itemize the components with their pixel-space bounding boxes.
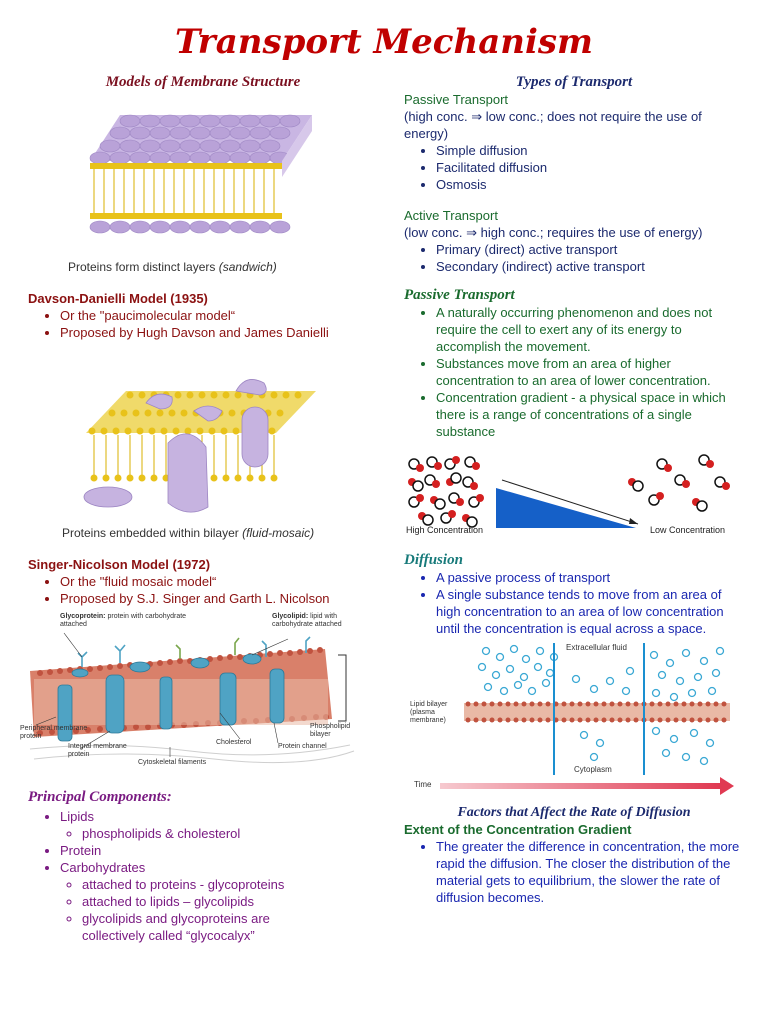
- extracellular-label: Extracellular fluid: [566, 643, 627, 652]
- factors-subheading: Extent of the Concentration Gradient: [404, 822, 632, 837]
- list-item: Osmosis: [436, 176, 744, 193]
- low-concentration-molecules: [628, 454, 730, 512]
- passive-types-list: Simple diffusion Facilitated diffusion O…: [404, 142, 744, 193]
- label-cholesterol: Cholesterol: [216, 739, 252, 746]
- diffusion-heading: Diffusion: [404, 552, 463, 568]
- list-item: Lipids phospholipids & cholesterol: [60, 808, 378, 842]
- sandwich-caption: Proteins form distinct layers (sandwich): [68, 259, 378, 276]
- list-item: The greater the difference in concentrat…: [436, 838, 744, 906]
- list-item: Primary (direct) active transport: [436, 241, 744, 258]
- list-item: Concentration gradient - a physical spac…: [436, 389, 744, 440]
- davson-danielli-title: Davson-Danielli Model (1935): [28, 291, 208, 306]
- gradient-drawing: [408, 454, 730, 528]
- label-glycolipid-text: lipid with carbohydrate attached: [272, 613, 342, 628]
- label-integral: Integral membrane protein: [68, 743, 127, 758]
- fluid-mosaic-caption-italic: (fluid-mosaic): [242, 526, 315, 540]
- page-title: Transport Mechanism: [174, 22, 593, 62]
- membrane-detail-figure: Glycoprotein: protein with carbohydrate …: [20, 613, 360, 773]
- singer-nicolson-list: Or the "fluid mosaic model“ Proposed by …: [28, 573, 378, 607]
- high-concentration-molecules: [408, 456, 484, 528]
- sandwich-model-figure: [89, 114, 312, 234]
- cytoplasm-label: Cytoplasm: [574, 765, 612, 774]
- passive-transport-list: A naturally occurring phenomenon and doe…: [404, 304, 744, 440]
- label-cytoskeletal: Cytoskeletal filaments: [138, 759, 207, 766]
- list-item: A single substance tends to move from an…: [436, 586, 744, 637]
- models-heading: Models of Membrane Structure: [105, 74, 301, 90]
- fluid-mosaic-caption-text: Proteins embedded within bilayer: [62, 526, 239, 540]
- label-glycoprotein: Glycoprotein: protein with carbohydrate …: [60, 613, 210, 629]
- list-item: Or the "paucimolecular model“: [60, 307, 378, 324]
- label-peripheral: Peripheral membrane protein: [20, 725, 88, 740]
- list-item: Proposed by S.J. Singer and Garth L. Nic…: [60, 590, 378, 607]
- passive-transport-heading: Passive Transport: [404, 287, 515, 303]
- fluid-mosaic-caption: Proteins embedded within bilayer (fluid-…: [62, 525, 378, 542]
- sandwich-top-protein-layer: [89, 114, 312, 165]
- principal-components-heading: Principal Components:: [28, 789, 172, 805]
- list-item: Protein: [60, 842, 378, 859]
- list-item: A naturally occurring phenomenon and doe…: [436, 304, 744, 355]
- high-concentration-label: High Concentration: [406, 525, 484, 535]
- list-item: A passive process of transport: [436, 569, 744, 586]
- concentration-gradient-figure: High Concentration Low Concentration: [404, 452, 744, 538]
- lipid-bilayer-label: Lipid bilayer (plasma membrane): [410, 701, 448, 724]
- sandwich-caption-italic: (sandwich): [218, 260, 277, 274]
- diffusion-drawing: [440, 643, 734, 795]
- lipids-label: Lipids: [60, 809, 94, 824]
- right-column: Types of Transport Passive Transport (hi…: [404, 74, 744, 906]
- label-glycolipid: Glycolipid: lipid with carbohydrate atta…: [272, 613, 352, 629]
- factors-list: The greater the difference in concentrat…: [404, 838, 744, 906]
- singer-nicolson-title: Singer-Nicolson Model (1972): [28, 557, 211, 572]
- label-glycoprotein-bold: Glycoprotein:: [60, 613, 106, 620]
- list-item: Substances move from an area of higher c…: [436, 355, 744, 389]
- carbohydrates-label: Carbohydrates: [60, 860, 146, 875]
- list-item: attached to lipids – glycolipids: [82, 893, 378, 910]
- passive-transport-title: Passive Transport: [404, 92, 509, 107]
- label-protein-channel: Protein channel: [278, 743, 327, 750]
- active-transport-title: Active Transport: [404, 208, 498, 223]
- sandwich-caption-text: Proteins form distinct layers: [68, 260, 216, 274]
- fluid-mosaic-figure: [83, 379, 316, 513]
- list-item: phospholipids & cholesterol: [82, 825, 378, 842]
- membrane-detail-drawing: [29, 632, 355, 764]
- list-item: Facilitated diffusion: [436, 159, 744, 176]
- list-item: glycolipids and glycoproteins are collec…: [82, 910, 292, 944]
- label-glycoprotein-text: protein with carbohydrate attached: [60, 613, 187, 628]
- factors-heading: Factors that Affect the Rate of Diffusio…: [457, 805, 691, 820]
- active-types-list: Primary (direct) active transport Second…: [404, 241, 744, 275]
- principal-components-list: Lipids phospholipids & cholesterol Prote…: [28, 808, 378, 944]
- list-item: Carbohydrates attached to proteins - gly…: [60, 859, 378, 944]
- diffusion-figure: Extracellular fluid Lipid bilayer (plasm…: [404, 643, 734, 795]
- label-phospholipid: Phospholipid bilayer: [310, 723, 351, 738]
- davson-danielli-list: Or the "paucimolecular model“ Proposed b…: [28, 307, 378, 341]
- list-item: Secondary (indirect) active transport: [436, 258, 744, 275]
- time-label: Time: [414, 780, 432, 789]
- list-item: attached to proteins - glycoproteins: [82, 876, 378, 893]
- types-heading: Types of Transport: [515, 74, 633, 90]
- list-item: Simple diffusion: [436, 142, 744, 159]
- left-column: Models of Membrane Structure Proteins fo…: [20, 74, 378, 944]
- low-concentration-label: Low Concentration: [650, 525, 726, 535]
- active-transport-desc: (low conc. ⇒ high conc.; requires the us…: [404, 225, 703, 240]
- list-item: Proposed by Hugh Davson and James Daniel…: [60, 324, 378, 341]
- list-item: Or the "fluid mosaic model“: [60, 573, 378, 590]
- label-glycolipid-bold: Glycolipid:: [272, 613, 309, 620]
- diffusion-list: A passive process of transport A single …: [404, 569, 744, 637]
- passive-transport-desc: (high conc. ⇒ low conc.; does not requir…: [404, 109, 702, 141]
